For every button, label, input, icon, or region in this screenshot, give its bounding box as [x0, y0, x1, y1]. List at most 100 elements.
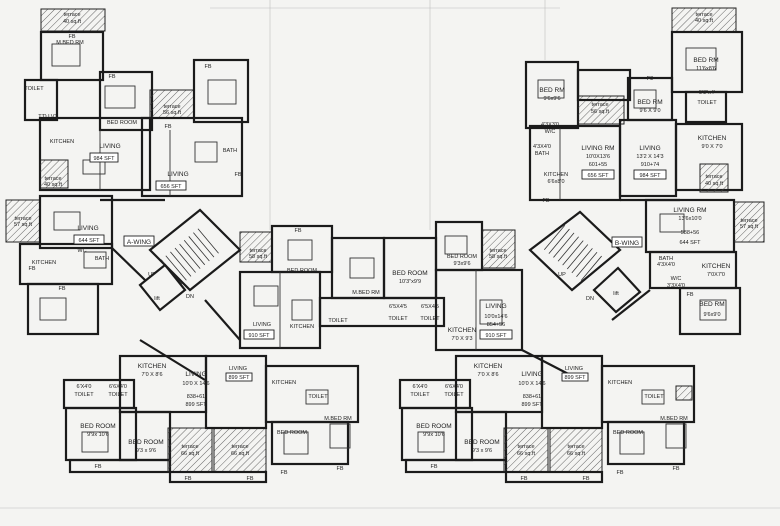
tl-toilet-wc-label: T'D LVT — [38, 114, 58, 120]
brr-living-label: LIVING — [565, 366, 583, 372]
tl-kitchen-label: KITCHEN — [50, 139, 74, 145]
c-kitchen-label: KITCHEN — [448, 327, 477, 334]
tl-terrace2-label: terrace — [44, 176, 61, 182]
tr-toilet-dim: 5'8"x4' — [699, 90, 715, 96]
up-left-label: UP — [148, 272, 156, 278]
br-toilet2-dim: 6'6X4'0 — [445, 384, 463, 390]
l-fb-label: FB — [58, 286, 65, 292]
dn-left-label: DN — [186, 294, 194, 300]
br-fb3-label: FB — [582, 476, 589, 482]
tl-fb2-label: FB — [108, 74, 115, 80]
c-terrace-label: terrace — [249, 248, 266, 254]
bl-fb2-label: FB — [184, 476, 191, 482]
c-bedroom3-dim: 9'3x9'6 — [453, 261, 470, 267]
tr-fb-label: FB — [542, 198, 549, 204]
br-terrace2-label: terrace — [567, 444, 584, 450]
c-kitchen-small-label: KITCHEN — [290, 324, 314, 330]
tr-bath-label: BATH — [535, 151, 549, 157]
brr-bedroom-label: BED ROOM — [613, 430, 643, 436]
br-kitchen-label: KITCHEN — [474, 363, 503, 370]
up-right-label: UP — [558, 272, 566, 278]
br-living-calc: 838+61 — [523, 394, 542, 400]
r-bath-dim: 4'3X4'0 — [657, 262, 675, 268]
r-living-label: LIVING RM — [673, 207, 706, 214]
br-bedroom2-label: BED ROOM — [464, 439, 499, 446]
bl-bedroom-dim: 9'9x 10'6 — [87, 432, 109, 438]
bc-fb-label: FB — [280, 470, 287, 476]
brr-fb-label: FB — [616, 470, 623, 476]
c-living-small-label: LIVING — [253, 322, 271, 328]
tr-wc-dim: 4'3X3'0 — [541, 122, 559, 128]
tl-toilet-label: TOILET — [24, 86, 44, 92]
bl-living-label: LIVING — [185, 371, 206, 378]
l-wc-label: WC — [77, 248, 86, 254]
bl-terrace2-area: 66 sq.ft — [231, 451, 250, 457]
c-toilet2-label: TOILET — [388, 316, 408, 322]
tr-bedrm3-label: BED RM — [637, 99, 662, 106]
tl-terrace-label: terrace — [63, 12, 80, 18]
c-living2-area: 910 SFT — [485, 333, 507, 339]
r-living-area: 644 SFT — [679, 240, 701, 246]
r-terrace-label: terrace — [740, 218, 757, 224]
tl-terrace-area: 40 sq.ft — [63, 19, 82, 25]
tr-living-dim: 10'0X13'6 — [586, 154, 610, 160]
br-bedroom-dim: 9'9x 10'6 — [423, 432, 445, 438]
bc-living-area: 899 SFT — [228, 375, 250, 381]
tl-terrace3-label: terrace — [163, 104, 180, 110]
brr-fb2-label: FB — [672, 466, 679, 472]
bl-living-calc: 838+61 — [187, 394, 206, 400]
c-toilet3-label: TOILET — [420, 316, 440, 322]
bl-terrace2-label: terrace — [231, 444, 248, 450]
brr-living-area: 899 SFT — [564, 375, 586, 381]
tr-living2-calc: 910+74 — [641, 162, 660, 168]
br-living-label: LIVING — [521, 371, 542, 378]
r-bath-label: BATH — [659, 256, 673, 262]
bc-fb2-label: FB — [336, 466, 343, 472]
tr-living2-label: LIVING — [639, 145, 660, 152]
tr-bedrm-label: BED RM — [693, 57, 718, 64]
bl-bedroom2-label: BED ROOM — [128, 439, 163, 446]
tr-f3-label: F3 — [647, 76, 653, 82]
r-wc-label: W/C — [671, 276, 682, 282]
background-lines — [0, 0, 780, 509]
br-bedroom2-dim: 9'3 x 9'6 — [472, 448, 492, 454]
tr-living-label: LIVING RM — [581, 145, 614, 152]
r-bedrm-dim: 9'6x9'0 — [703, 312, 720, 318]
br-living-area: 899 SFT — [521, 402, 543, 408]
l-terrace-area: 57 sq.ft — [14, 222, 33, 228]
c-mbed-label: M.BED RM — [352, 290, 380, 296]
tr-bedrm-dim: 11'6x8'6 — [696, 66, 716, 72]
c-living2-dim: 10'0x14'6 — [484, 314, 507, 320]
tr-terrace2-area: 56 sq.ft — [591, 109, 610, 115]
br-bedroom-label: BED ROOM — [416, 423, 451, 430]
tr-wc-label: W/C — [545, 129, 556, 135]
lift-right-label: lift — [613, 291, 619, 297]
bl-kitchen-dim: 7'0 X 8'6 — [141, 372, 162, 378]
tl-fb4-label: FB — [164, 124, 171, 130]
bc-mbed-label: M.BED RM — [324, 416, 352, 422]
tr-kitchen-dim: 6'6x8'0 — [547, 179, 564, 185]
c-bedroom3-label: BED ROOM — [447, 254, 477, 260]
top-left-unit — [23, 8, 250, 198]
c-terrace2-label: terrace — [489, 248, 506, 254]
b-wing-label: B-WING — [615, 240, 639, 247]
tl-terrace2-area: 40 sq.ft — [44, 182, 63, 188]
bc-toilet-label: TOILET — [308, 394, 328, 400]
tr-living2-dim: 13'2 X 14'3 — [636, 154, 663, 160]
l-kitchen-label: KITCHEN — [32, 260, 56, 266]
c-bedroom2-label: BED ROOM — [392, 270, 427, 277]
c-bedroom-label: BED ROOM — [287, 268, 317, 274]
tl-living2-area: 656 SFT — [160, 184, 182, 190]
tl-living-area: 984 SFT — [93, 156, 115, 162]
tl-fb5-label: FB — [234, 172, 241, 178]
brr-mbed-label: M.BED RM — [660, 416, 688, 422]
tr-terrace2-label: terrace — [591, 102, 608, 108]
c-terrace-area: 58 sq.ft — [249, 254, 268, 260]
right-unit — [644, 198, 765, 336]
r-fb-label: FB — [686, 292, 693, 298]
bc-kitchen-label: KITCHEN — [272, 380, 296, 386]
bottom-left-units — [62, 354, 360, 484]
bc-living-label: LIVING — [229, 366, 247, 372]
bl-bedroom2-dim: 9'3 x 9'6 — [136, 448, 156, 454]
b-wing-core — [521, 198, 680, 381]
